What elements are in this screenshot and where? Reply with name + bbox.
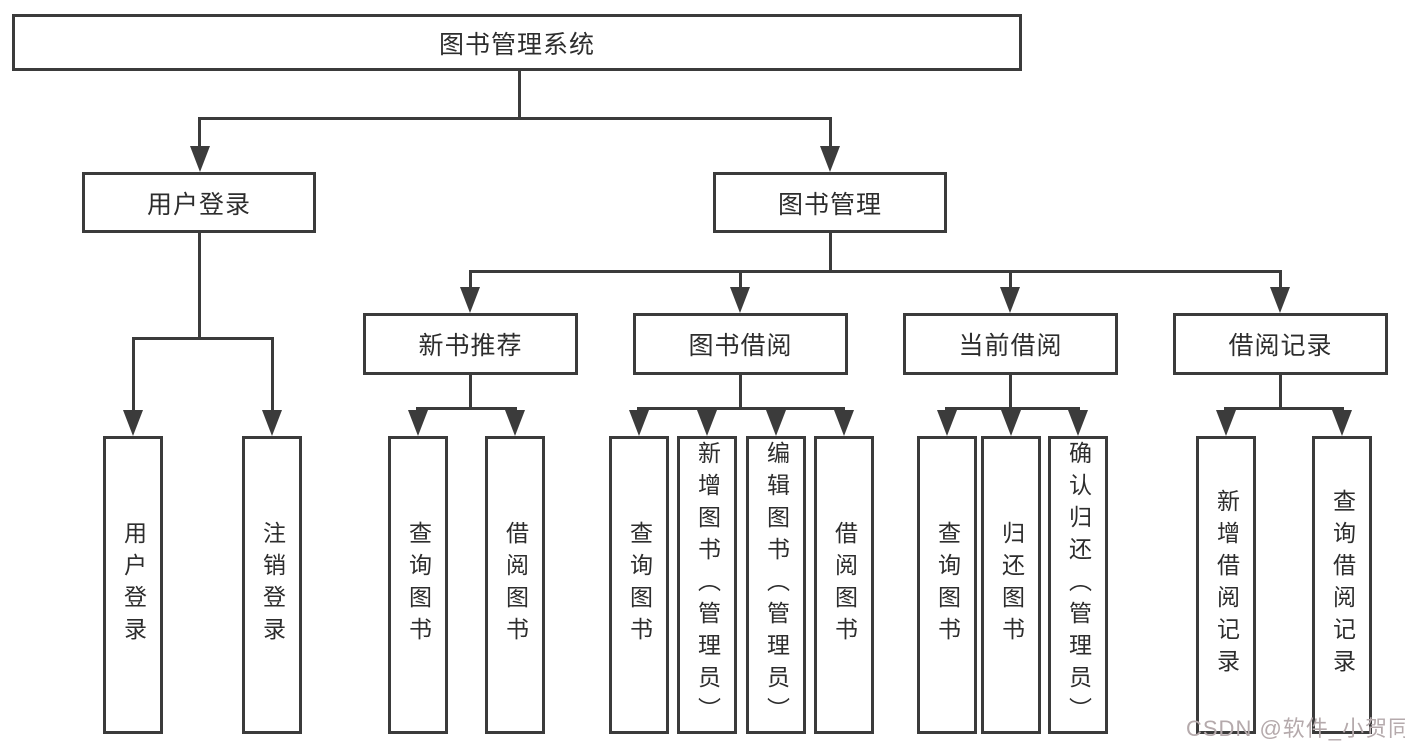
node-current-borrow: 当前借阅 [903, 313, 1118, 375]
arrow-down-icon [460, 287, 480, 313]
node-label: 借阅图书 [831, 521, 858, 649]
arrow-down-icon [408, 410, 428, 436]
connector-line [469, 270, 472, 292]
arrow-down-icon [262, 410, 282, 436]
node-label: 新书推荐 [418, 332, 523, 360]
connector-line [469, 375, 472, 409]
node-label: 编辑图书（管理员） [763, 441, 790, 729]
node-root-system: 图书管理系统 [12, 14, 1022, 71]
connector-line [416, 407, 517, 410]
connector-line [271, 337, 274, 415]
leaf-bb-borrow-book: 借阅图书 [814, 436, 874, 734]
leaf-bb-edit-book-admin: 编辑图书（管理员） [746, 436, 806, 734]
node-borrow-records: 借阅记录 [1173, 313, 1388, 375]
node-label: 查询图书 [934, 521, 961, 649]
arrow-down-icon [820, 146, 840, 172]
arrow-down-icon [123, 410, 143, 436]
node-label: 借阅图书 [502, 521, 529, 649]
leaf-nbr-query-book: 查询图书 [388, 436, 448, 734]
arrow-down-icon [1068, 410, 1088, 436]
arrow-down-icon [730, 287, 750, 313]
node-new-book-recommend: 新书推荐 [363, 313, 578, 375]
arrow-down-icon [697, 410, 717, 436]
connector-line [198, 117, 832, 120]
arrow-down-icon [937, 410, 957, 436]
node-label: 查询图书 [405, 521, 432, 649]
node-label: 图书借阅 [688, 332, 793, 360]
connector-line [198, 117, 201, 150]
connector-line [1279, 375, 1282, 409]
node-label: 查询借阅记录 [1329, 489, 1356, 681]
node-label: 图书管理系统 [438, 30, 595, 59]
leaf-br-query-record: 查询借阅记录 [1312, 436, 1372, 734]
connector-line [198, 233, 201, 340]
connector-line [132, 337, 274, 340]
arrow-down-icon [1332, 410, 1352, 436]
arrow-down-icon [190, 146, 210, 172]
connector-line [829, 117, 832, 150]
node-label: 借阅记录 [1228, 332, 1333, 360]
node-user-login: 用户登录 [82, 172, 316, 233]
leaf-cb-confirm-return-admin: 确认归还（管理员） [1048, 436, 1108, 734]
node-label: 新增借阅记录 [1213, 489, 1240, 681]
leaf-cb-return-book: 归还图书 [981, 436, 1041, 734]
connector-line [1009, 375, 1012, 409]
node-label: 当前借阅 [958, 332, 1063, 360]
node-label: 确认归还（管理员） [1065, 441, 1092, 729]
arrow-down-icon [505, 410, 525, 436]
arrow-down-icon [1216, 410, 1236, 436]
arrow-down-icon [1000, 287, 1020, 313]
connector-line [945, 407, 1080, 410]
node-label: 用户登录 [146, 190, 251, 219]
node-label: 用户登录 [120, 521, 147, 649]
leaf-br-add-record: 新增借阅记录 [1196, 436, 1256, 734]
arrow-down-icon [629, 410, 649, 436]
node-label: 查询图书 [626, 521, 653, 649]
leaf-user-login: 用户登录 [103, 436, 163, 734]
connector-line [739, 270, 742, 292]
connector-line [1009, 270, 1012, 292]
node-label: 注销登录 [259, 521, 286, 649]
node-label: 图书管理 [777, 190, 882, 219]
node-book-borrow: 图书借阅 [633, 313, 848, 375]
connector-line [1224, 407, 1344, 410]
leaf-logout: 注销登录 [242, 436, 302, 734]
arrow-down-icon [834, 410, 854, 436]
arrow-down-icon [1001, 410, 1021, 436]
connector-line [132, 337, 135, 415]
node-label: 归还图书 [998, 521, 1025, 649]
connector-line [637, 407, 845, 410]
arrow-down-icon [766, 410, 786, 436]
leaf-nbr-borrow-book: 借阅图书 [485, 436, 545, 734]
connector-line [518, 71, 521, 120]
leaf-bb-query-book: 查询图书 [609, 436, 669, 734]
connector-line [739, 375, 742, 409]
node-label: 新增图书（管理员） [694, 441, 721, 729]
node-book-management: 图书管理 [713, 172, 947, 233]
connector-line [469, 270, 1282, 273]
arrow-down-icon [1270, 287, 1290, 313]
leaf-cb-query-book: 查询图书 [917, 436, 977, 734]
csdn-watermark: CSDN @软件_小贺同学 [1186, 716, 1405, 741]
connector-line [829, 233, 832, 273]
leaf-bb-add-book-admin: 新增图书（管理员） [677, 436, 737, 734]
connector-line [1279, 270, 1282, 292]
